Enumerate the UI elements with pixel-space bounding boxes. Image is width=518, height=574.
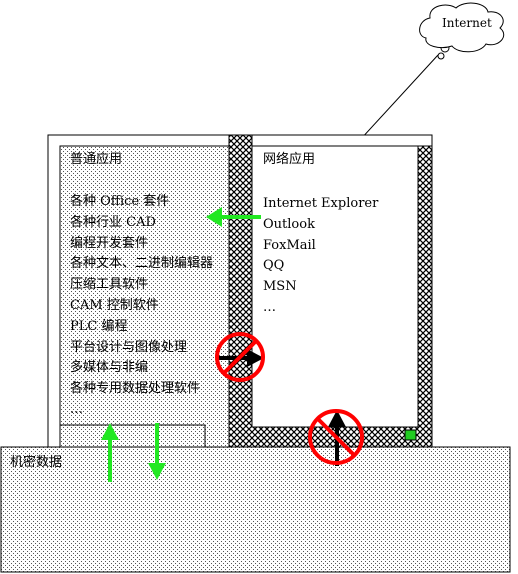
common-app-item: 各种文本、二进制编辑器 [70,256,214,272]
cloud-tail-dot [437,52,445,60]
allowed-arrow-left [206,207,261,227]
network-apps-panel [251,145,419,428]
prohibited-sign-right [215,332,265,382]
blocked-arrow-right [218,349,264,367]
internet-label: Internet [442,16,492,30]
confidential-data-box [0,446,511,573]
common-app-item: 编程开发套件 [70,235,149,251]
network-app-item: MSN [263,279,297,295]
blocked-arrow-up [328,410,346,466]
common-app-item: 压缩工具软件 [70,277,149,293]
network-app-item: Outlook [263,216,315,232]
common-app-item: 各种 Office 套件 [70,194,170,209]
common-app-item: 多媒体与非编 [70,360,149,376]
status-indicator [404,429,417,441]
common-app-item: … [70,401,83,417]
network-app-item: Internet Explorer [263,196,379,211]
common-app-item: PLC 编程 [70,318,128,334]
network-app-item: … [263,299,276,315]
allowed-arrow-down [148,423,166,480]
confidential-data-title: 机密数据 [10,455,63,470]
network-apps-list: Internet Explorer Outlook FoxMail QQ MSN… [263,194,378,319]
common-apps-list: 各种 Office 套件 各种行业 CAD 编程开发套件 各种文本、二进制编辑器… [70,192,213,421]
allowed-arrow-up [101,423,119,482]
common-app-item: 平台设计与图像处理 [70,339,188,355]
internet-cloud [419,2,505,53]
common-app-item: 各种专用数据处理软件 [70,381,201,397]
gap-mask [60,425,205,448]
network-apps-title: 网络应用 [263,152,316,167]
common-apps-title: 普通应用 [70,152,123,167]
common-app-item: 各种行业 CAD [70,214,156,230]
network-app-item: QQ [263,258,285,274]
common-app-item: CAM 控制软件 [70,297,159,313]
prohibited-sign-up [308,409,364,465]
network-app-item: FoxMail [263,237,316,253]
